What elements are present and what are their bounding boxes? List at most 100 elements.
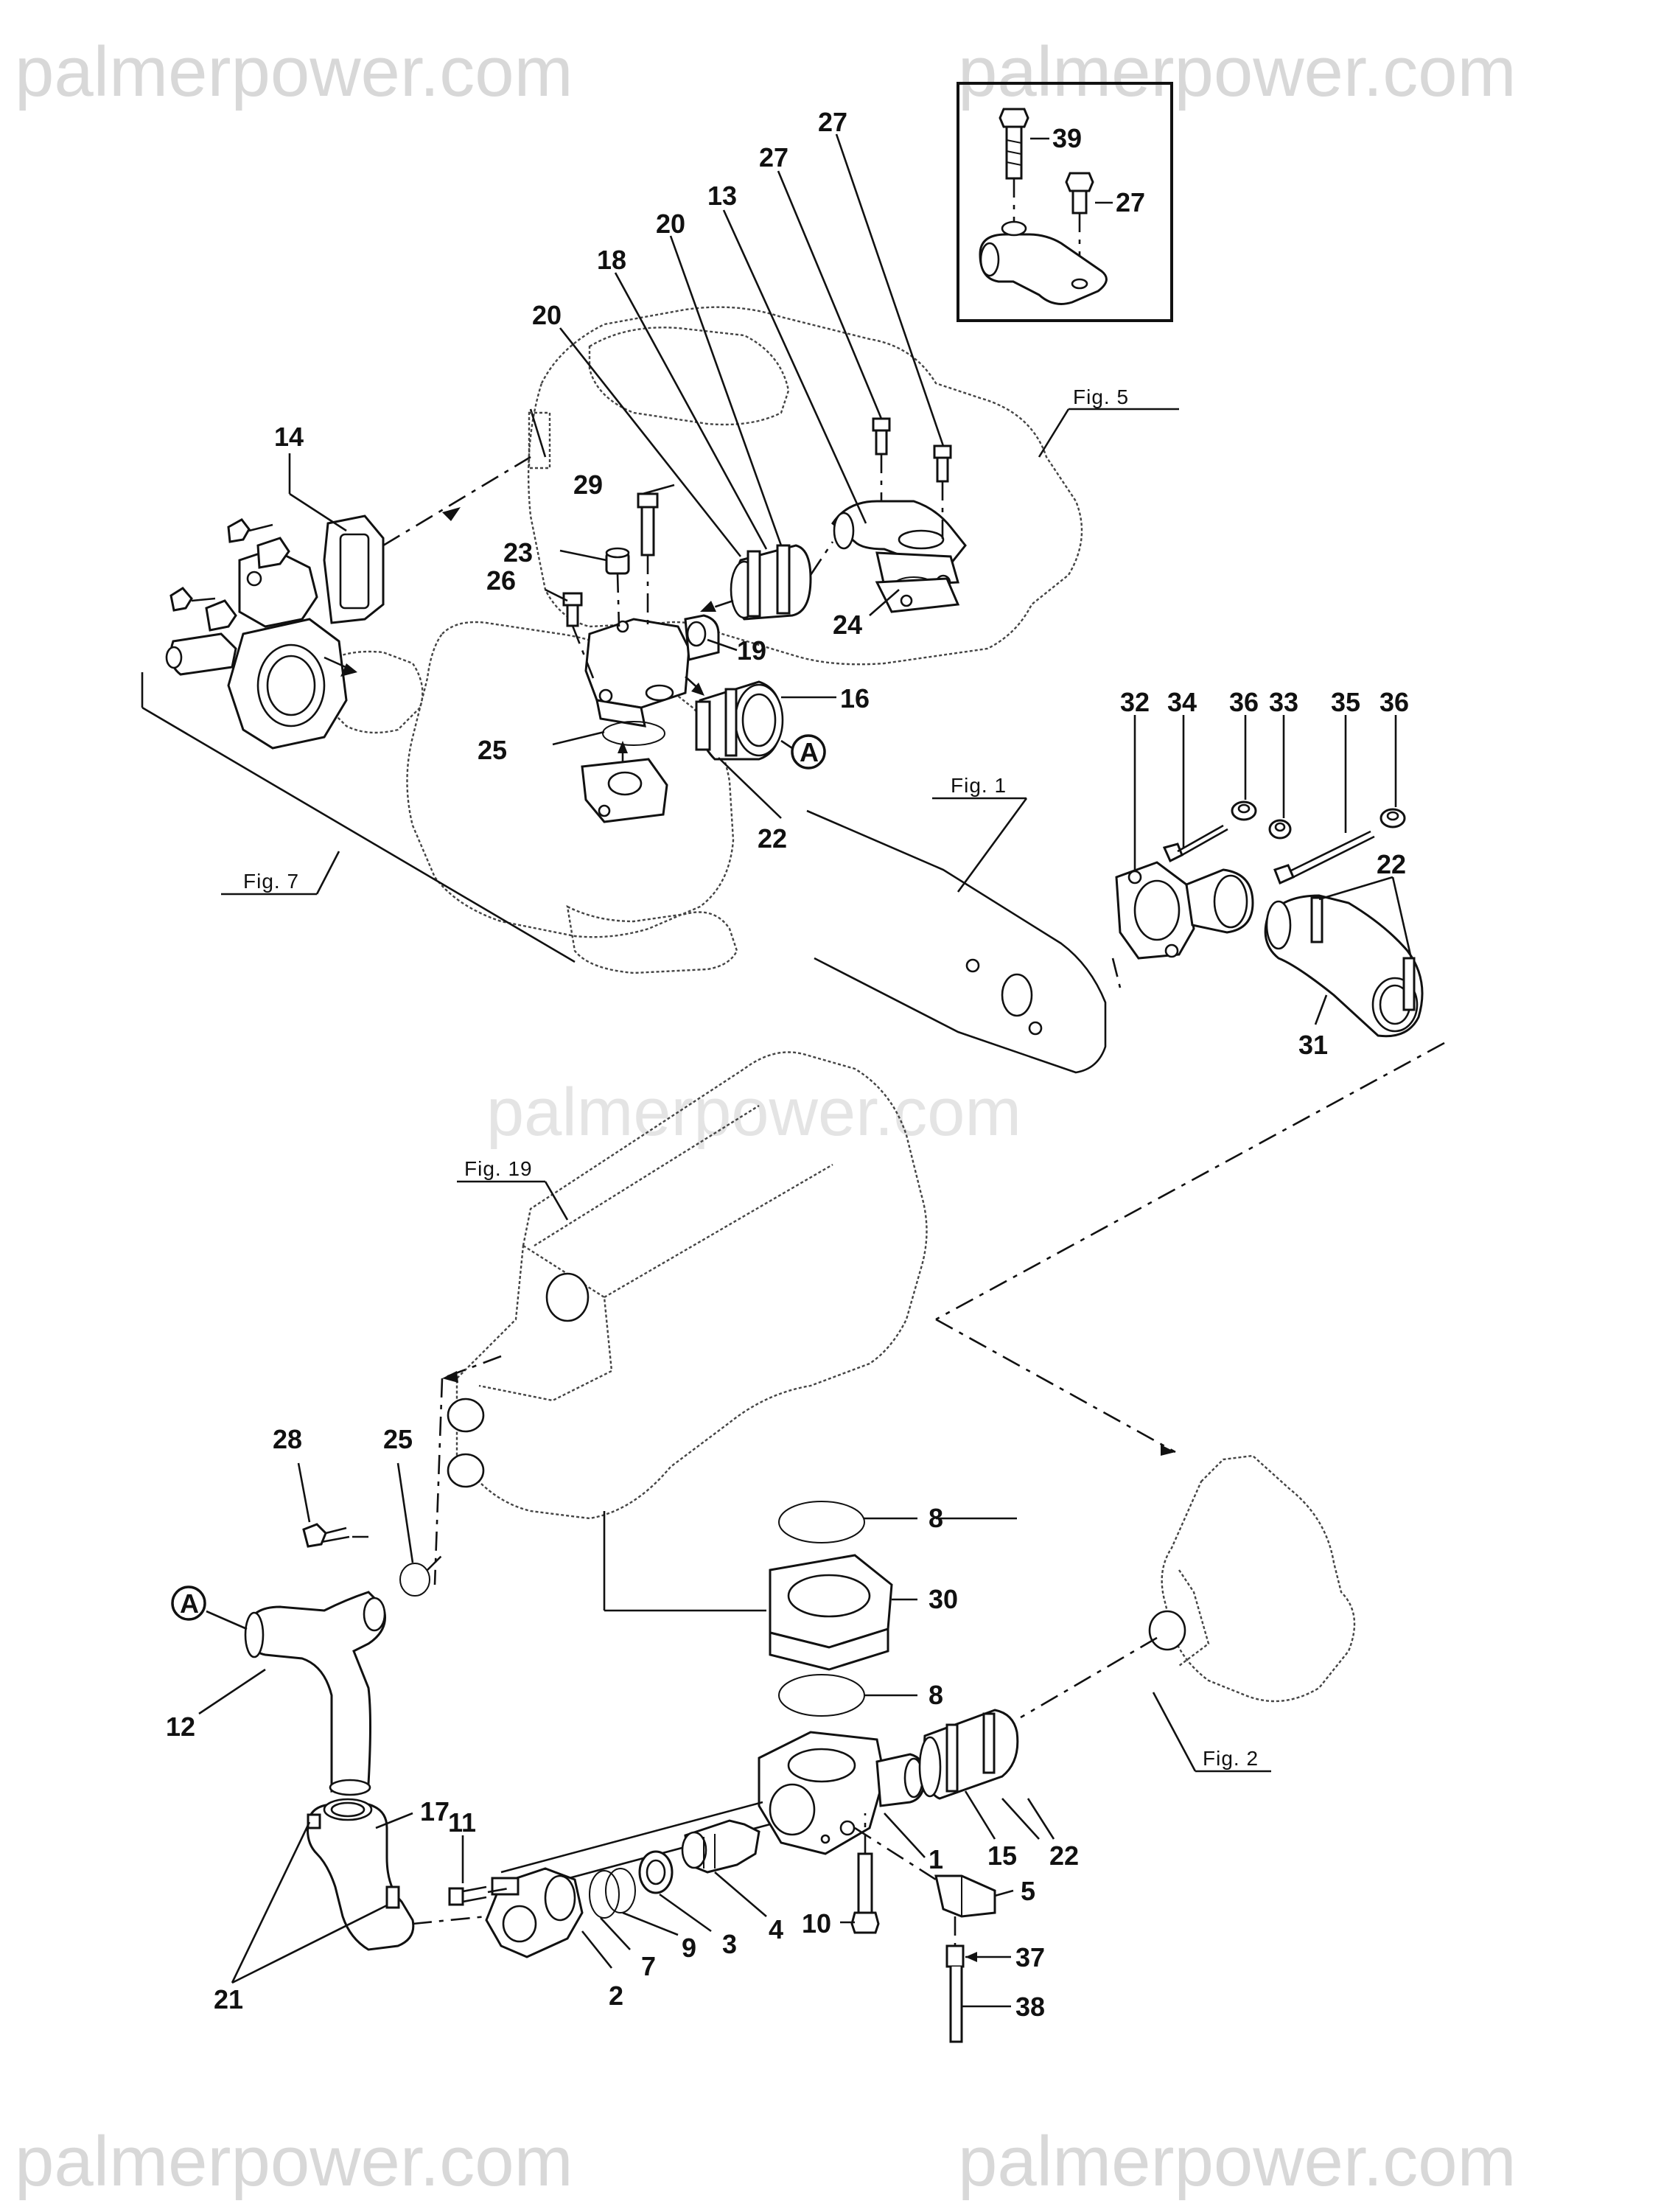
callout-1: 1	[929, 1844, 943, 1874]
watermark-top-right: palmerpower.com	[958, 32, 1517, 111]
hose-15-icon	[918, 1709, 1019, 1800]
nut-36a-icon	[1231, 800, 1257, 821]
hose-17-icon	[307, 1798, 415, 1951]
callout-9: 9	[682, 1933, 696, 1963]
bolt-28-icon	[302, 1523, 350, 1548]
cover-2-icon	[485, 1867, 584, 1958]
callout-27-b: 27	[818, 107, 847, 137]
callout-24: 24	[833, 610, 862, 640]
callout-13: 13	[707, 181, 737, 211]
hose-31-icon	[1264, 894, 1424, 1038]
callout-22-bottom: 22	[1049, 1841, 1079, 1871]
callout-27-a: 27	[759, 142, 788, 172]
callout-21: 21	[214, 1984, 243, 2014]
inset-detail: 39 27	[957, 82, 1173, 322]
washer-33-icon	[1268, 819, 1292, 840]
callout-2: 2	[609, 1981, 623, 2011]
watermark-middle: palmerpower.com	[486, 1075, 1021, 1150]
connection-a-upper: A	[800, 737, 819, 767]
fig7-bracket-line	[141, 706, 576, 963]
connection-a-upper-icon	[791, 734, 826, 770]
callout-26: 26	[486, 565, 516, 596]
flange-32-icon	[1115, 861, 1254, 960]
callout-36-b: 36	[1379, 687, 1409, 717]
callout-37: 37	[1015, 1942, 1045, 1972]
bolt-26-icon	[562, 592, 583, 627]
connection-a-lower-icon	[171, 1585, 206, 1621]
fig1-bracket-plate	[806, 809, 1107, 1074]
hose-16-icon	[695, 680, 784, 761]
callout-34: 34	[1167, 687, 1197, 717]
engine-block-fig19	[447, 1051, 928, 1520]
elbow-pipe-12-icon	[244, 1591, 386, 1796]
bolt-10-icon	[850, 1852, 880, 1934]
bolt-11-icon	[448, 1885, 487, 1906]
callout-39: 39	[1052, 123, 1082, 153]
bolt-27-inset-icon	[1065, 172, 1094, 214]
callout-38: 38	[1015, 1992, 1045, 2022]
callout-35: 35	[1331, 687, 1360, 717]
outlet-elbow-13-icon	[831, 500, 967, 590]
callout-7: 7	[641, 1951, 656, 1981]
callout-19: 19	[737, 635, 766, 666]
spacer-30-icon	[769, 1554, 893, 1671]
bolt-14a-icon	[227, 518, 273, 543]
fig19-label: Fig. 19	[464, 1157, 533, 1180]
nut-36b-icon	[1379, 808, 1406, 828]
connection-a-lower: A	[180, 1588, 199, 1619]
watermark-bottom-right: palmerpower.com	[958, 2122, 1517, 2201]
callout-8-b: 8	[929, 1680, 943, 1710]
watermark-bottom-left: palmerpower.com	[15, 2122, 573, 2201]
flange-lower-icon	[581, 758, 668, 823]
nut-23-icon	[605, 547, 630, 575]
callout-29: 29	[573, 470, 603, 500]
callout-5: 5	[1021, 1876, 1035, 1906]
hose-18-icon	[730, 544, 812, 621]
fig7-label: Fig. 7	[243, 870, 299, 893]
connector-37-icon	[945, 1944, 965, 1968]
wire-38-icon	[949, 1967, 963, 2043]
callout-4: 4	[769, 1914, 783, 1944]
callout-31: 31	[1298, 1030, 1328, 1060]
o-ring-25-top-icon	[602, 721, 665, 746]
callout-28: 28	[273, 1424, 302, 1454]
callout-11: 11	[448, 1807, 476, 1838]
callout-23: 23	[503, 537, 533, 568]
ring-9-icon	[605, 1868, 636, 1913]
callout-12: 12	[166, 1712, 195, 1742]
pump-housing-14-icon	[165, 514, 385, 750]
callout-16: 16	[840, 683, 870, 714]
callout-22-top: 22	[758, 823, 787, 854]
callout-20-a: 20	[532, 300, 562, 330]
elbow-outlet-inset-icon	[979, 220, 1108, 305]
fig5-label: Fig. 5	[1073, 385, 1129, 408]
bolt-14b-icon	[169, 587, 216, 612]
callout-10: 10	[802, 1908, 831, 1939]
ring-7-icon	[589, 1870, 620, 1919]
bolt-34-icon	[1162, 824, 1228, 863]
callout-32: 32	[1120, 687, 1150, 717]
seal-3-icon	[638, 1850, 674, 1894]
callout-25-top: 25	[478, 735, 507, 765]
dash-14-to-engine	[382, 456, 531, 547]
o-ring-25-bottom-icon	[399, 1563, 430, 1597]
bolt-27b-icon	[933, 444, 952, 483]
o-ring-8-bottom-icon	[778, 1674, 865, 1717]
fig2-label: Fig. 2	[1203, 1747, 1259, 1770]
callout-14: 14	[274, 422, 304, 452]
bolt-35-icon	[1273, 830, 1375, 885]
watermark-top-left: palmerpower.com	[15, 32, 573, 111]
callout-3: 3	[722, 1929, 737, 1959]
callout-20-b: 20	[656, 209, 685, 239]
sensor-5-icon	[934, 1874, 996, 1918]
flange-24-icon	[875, 577, 960, 613]
bolt-27a-icon	[872, 417, 891, 456]
o-ring-8-top-icon	[778, 1501, 865, 1543]
water-pump-fig2	[1148, 1454, 1356, 1703]
callout-18: 18	[597, 245, 626, 275]
callout-33: 33	[1269, 687, 1298, 717]
callout-36-a: 36	[1229, 687, 1259, 717]
bolt-39-icon	[999, 108, 1029, 180]
callout-22-right: 22	[1377, 849, 1406, 879]
